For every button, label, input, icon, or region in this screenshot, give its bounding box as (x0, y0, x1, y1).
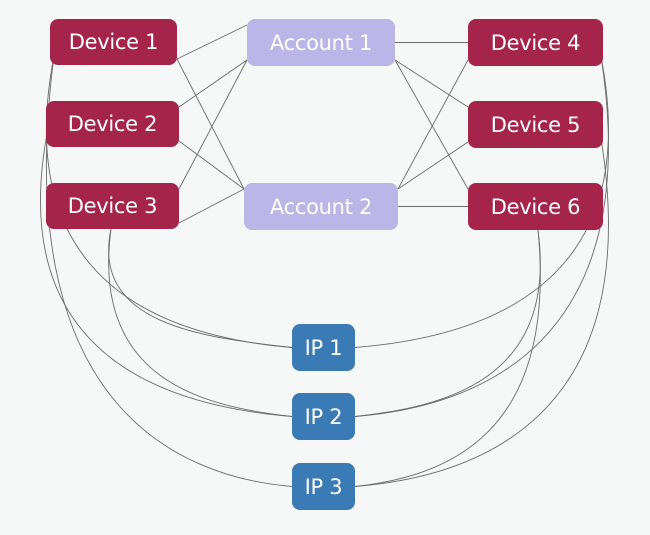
edge-a1-d5 (394, 59, 469, 108)
node-label: Account 2 (269, 194, 373, 219)
edge-a2-d4 (397, 59, 469, 190)
edge-d5-ip3 (354, 138, 609, 487)
node-ip2[interactable]: IP 2 (292, 393, 355, 440)
node-label: IP 3 (304, 474, 343, 499)
node-d4[interactable]: Device 4 (468, 19, 603, 66)
node-a2[interactable]: Account 2 (244, 183, 398, 230)
node-ip1[interactable]: IP 1 (292, 324, 355, 371)
node-d6[interactable]: Device 6 (468, 183, 603, 230)
edge-d1-a2 (176, 58, 245, 190)
node-label: Device 4 (490, 30, 581, 55)
node-d5[interactable]: Device 5 (468, 101, 603, 148)
edge-d2-a2 (178, 140, 245, 190)
node-ip3[interactable]: IP 3 (292, 463, 355, 510)
edge-a2-d5 (397, 141, 469, 190)
node-label: IP 2 (304, 404, 343, 429)
node-label: Device 5 (490, 112, 581, 137)
edge-a1-d6 (394, 59, 469, 190)
edge-d3-ip2 (108, 228, 293, 417)
node-a1[interactable]: Account 1 (247, 19, 395, 66)
edge-d2-a1 (178, 59, 248, 108)
edge-d3-a2 (178, 188, 245, 224)
edge-d1-a1 (176, 24, 248, 60)
edge-d6-ip2 (354, 229, 541, 417)
edge-d6-ip3 (354, 229, 541, 487)
node-label: Account 1 (269, 30, 373, 55)
node-d2[interactable]: Device 2 (46, 101, 179, 147)
node-label: Device 3 (67, 194, 158, 218)
node-label: Device 6 (490, 194, 581, 219)
node-d1[interactable]: Device 1 (50, 19, 177, 65)
node-label: Device 2 (67, 112, 158, 136)
edge-d3-ip1 (108, 228, 293, 348)
node-label: IP 1 (304, 335, 343, 360)
edge-d4-ip2 (354, 56, 609, 417)
edge-d2-ip2 (40, 128, 293, 417)
edge-d3-a1 (178, 59, 248, 190)
edge-d4-ip1 (354, 56, 609, 348)
node-d3[interactable]: Device 3 (46, 183, 179, 229)
node-label: Device 1 (68, 30, 159, 54)
